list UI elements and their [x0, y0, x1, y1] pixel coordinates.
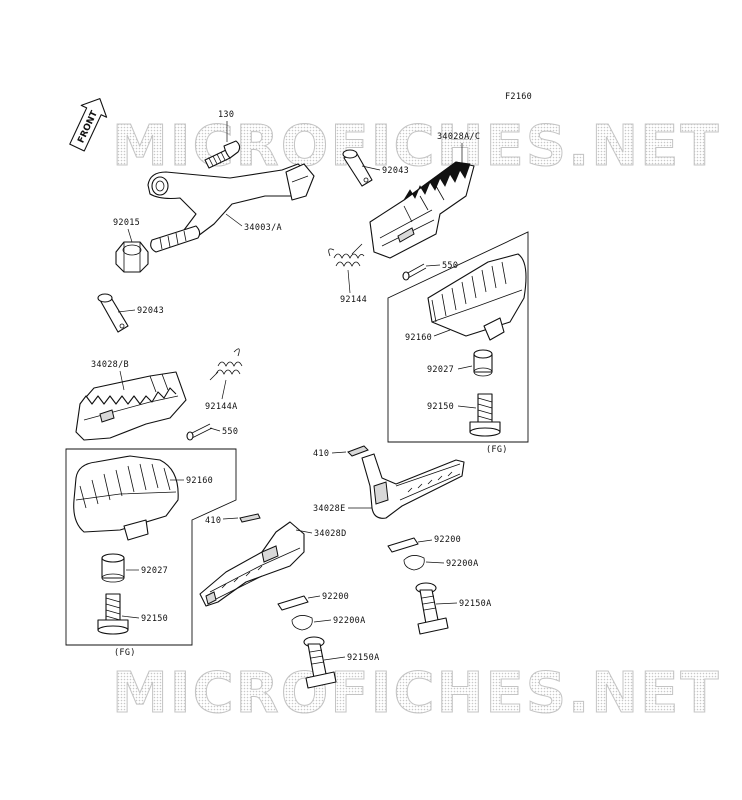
label-34028e: 34028E — [313, 504, 346, 514]
leader-92043-top — [361, 165, 381, 171]
spring-92144 — [328, 243, 365, 267]
pin-92043-top — [342, 149, 373, 187]
leader-92144a — [221, 379, 227, 400]
footpeg-34028ac — [369, 161, 475, 259]
leader-410-left — [222, 517, 239, 520]
collar-92027-left — [101, 553, 125, 583]
label-92150-right: 92150 — [427, 402, 454, 412]
washer-410-right — [347, 445, 369, 457]
label-130: 130 — [218, 110, 234, 120]
fg-box-right — [387, 231, 529, 443]
label-34003a: 34003/A — [244, 223, 282, 233]
label-92150-left: 92150 — [141, 614, 168, 624]
label-92144: 92144 — [340, 295, 367, 305]
label-92160-right: 92160 — [405, 333, 432, 343]
leader-34003a — [225, 213, 243, 227]
leader-92200-right — [417, 539, 433, 543]
label-92150a-right: 92150A — [459, 599, 492, 609]
fg-note-right: (FG) — [486, 445, 508, 455]
cotter-pin-550-right — [402, 263, 427, 281]
leader-92200a-left — [313, 619, 332, 623]
pin-92043-left — [97, 293, 129, 333]
leader-34028d — [295, 529, 313, 534]
nut-92015 — [115, 241, 149, 273]
fg-note-left: (FG) — [114, 648, 136, 658]
label-92043-left: 92043 — [137, 306, 164, 316]
label-34028d: 34028D — [314, 529, 347, 539]
label-34028ac: 34028A/C — [437, 132, 480, 142]
footpeg-bracket-34028e — [361, 453, 465, 519]
label-550-right: 550 — [442, 261, 458, 271]
footpeg-bracket-34028d — [199, 521, 305, 607]
washer-92200-left — [277, 595, 309, 611]
bolt-92150a-left — [303, 636, 337, 689]
spring-washer-92200a-right — [403, 555, 425, 571]
leader-92043-left — [117, 309, 136, 313]
footpeg-34028b — [75, 371, 187, 441]
label-550-left: 550 — [222, 427, 238, 437]
leader-550-left — [209, 427, 221, 432]
watermark-bottom: MICROFICHES.NET — [112, 661, 721, 726]
rubber-pad-92160-left — [73, 455, 179, 541]
brake-pedal — [147, 163, 315, 253]
cotter-pin-550-left — [186, 423, 213, 441]
leader-92150-left — [121, 615, 140, 619]
leader-34028b — [119, 370, 125, 391]
front-arrow-icon: FRONT — [69, 98, 108, 152]
leader-92150a-right — [435, 602, 458, 605]
label-92200-right: 92200 — [434, 535, 461, 545]
leader-92027-right — [457, 365, 473, 370]
washer-410-left — [239, 513, 261, 523]
label-410-right: 410 — [313, 449, 329, 459]
leader-92144 — [347, 269, 351, 294]
label-92200-left: 92200 — [322, 592, 349, 602]
bolt-130 — [204, 140, 241, 169]
spring-washer-92200a-left — [291, 615, 313, 631]
label-92150a-left: 92150A — [347, 653, 380, 663]
label-92043-top: 92043 — [382, 166, 409, 176]
label-92144a: 92144A — [205, 402, 238, 412]
label-92027-left: 92027 — [141, 566, 168, 576]
collar-92027-right — [473, 349, 493, 377]
bolt-92150-left — [97, 593, 129, 635]
bolt-92150a-right — [415, 582, 449, 635]
leader-92150a-left — [323, 656, 346, 661]
label-92160-left: 92160 — [186, 476, 213, 486]
label-92200a-left: 92200A — [333, 616, 366, 626]
figure-code: F2160 — [505, 92, 532, 102]
washer-92200-right — [387, 537, 419, 553]
label-92027-right: 92027 — [427, 365, 454, 375]
leader-92015 — [127, 228, 133, 243]
label-92015: 92015 — [113, 218, 140, 228]
leader-92200-left — [307, 595, 321, 599]
label-34028b: 34028/B — [91, 360, 129, 370]
leader-92200a-right — [425, 561, 445, 564]
spring-92144a — [209, 348, 243, 381]
watermark-top: MICROFICHES.NET — [112, 114, 721, 179]
rubber-pad-92160-right — [427, 253, 527, 341]
label-410-left: 410 — [205, 516, 221, 526]
label-92200a-right: 92200A — [446, 559, 479, 569]
bolt-92150-right — [469, 393, 501, 437]
leader-92150-right — [457, 405, 477, 409]
leader-410-right — [331, 451, 347, 454]
leader-550-right — [425, 264, 441, 267]
fg-box-left — [65, 448, 237, 646]
leader-92160-right — [433, 329, 451, 337]
